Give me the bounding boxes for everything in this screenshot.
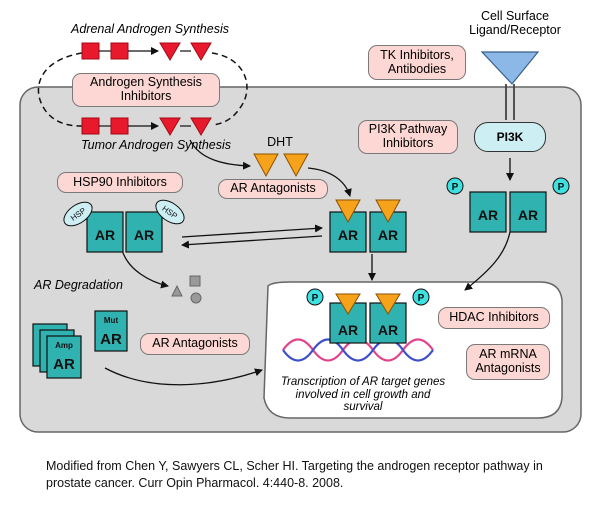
mut-ar: Mut AR bbox=[94, 310, 128, 352]
arrow-ar-to-hsp bbox=[181, 235, 323, 249]
hsp-ar-label-1: AR bbox=[95, 227, 115, 243]
ar-degradation-label: AR Degradation bbox=[34, 278, 123, 292]
hdac-inhibitors: HDAC Inhibitors bbox=[438, 307, 550, 329]
phospho-ar: AR AR P P bbox=[446, 177, 570, 233]
ar-antagonists-bottom: AR Antagonists bbox=[140, 333, 250, 355]
phospho-ar-label-1: AR bbox=[478, 207, 498, 223]
nuclear-ar-label-2: AR bbox=[378, 322, 398, 338]
arrow-amp-to-nucleus bbox=[104, 367, 263, 386]
mut-label: Mut bbox=[104, 316, 119, 325]
amp-ar-stack: Amp AR bbox=[32, 323, 82, 379]
amp-label: Amp bbox=[55, 341, 73, 350]
arrow-p-ar-to-nucleus bbox=[464, 231, 511, 291]
nuclear-ar-label-1: AR bbox=[338, 322, 358, 338]
dht-ar-label-1: AR bbox=[338, 227, 358, 243]
cell-surface-label: Cell Surface Ligand/Receptor bbox=[469, 9, 561, 37]
tumor-synthesis-row bbox=[81, 117, 212, 136]
dht-ligands bbox=[253, 153, 309, 178]
nuclear-p-right: P bbox=[418, 293, 425, 304]
phospho-ar-label-2: AR bbox=[518, 207, 538, 223]
pi3k-node: PI3K bbox=[474, 122, 546, 152]
arrow-tumor-to-dht bbox=[189, 139, 251, 170]
degradation-fragments bbox=[171, 275, 202, 304]
adrenal-synthesis-label: Adrenal Androgen Synthesis bbox=[71, 22, 229, 36]
ar-antagonists-top: AR Antagonists bbox=[218, 179, 328, 199]
figure-caption: Modified from Chen Y, Sawyers CL, Scher … bbox=[46, 459, 543, 490]
tk-inhibitors: TK Inhibitors, Antibodies bbox=[368, 45, 466, 80]
mut-ar-label: AR bbox=[100, 331, 122, 348]
phospho-p-left: P bbox=[452, 182, 459, 193]
nuclear-p-left: P bbox=[312, 293, 319, 304]
pi3k-pathway-inhibitors: PI3K Pathway Inhibitors bbox=[358, 120, 458, 154]
arrow-hsp-to-ar bbox=[181, 224, 323, 238]
arrow-to-degradation bbox=[121, 249, 169, 289]
transcription-label: Transcription of AR target genes involve… bbox=[280, 376, 446, 414]
arrow-dht-to-ar bbox=[307, 167, 352, 197]
hsp-ar-label-2: AR bbox=[134, 227, 154, 243]
hsp-ar-complex: AR AR HSP HSP bbox=[63, 199, 185, 253]
synthesis-loop bbox=[37, 52, 83, 127]
androgen-synthesis-inhibitors: Androgen Synthesis Inhibitors bbox=[72, 73, 220, 107]
amp-ar-label: AR bbox=[53, 356, 75, 373]
nuclear-ar: AR AR P P bbox=[306, 288, 430, 344]
tumor-synthesis-label: Tumor Androgen Synthesis bbox=[80, 138, 232, 152]
dht-ar-label-2: AR bbox=[378, 227, 398, 243]
hsp90-inhibitors: HSP90 Inhibitors bbox=[57, 172, 183, 193]
adrenal-synthesis-row bbox=[81, 42, 212, 61]
dht-label: DHT bbox=[267, 135, 293, 149]
ar-mrna-antagonists: AR mRNA Antagonists bbox=[466, 344, 550, 380]
phospho-p-right: P bbox=[558, 182, 565, 193]
dht-bound-ar: AR AR bbox=[329, 199, 407, 253]
cell-surface-receptor bbox=[480, 51, 540, 120]
